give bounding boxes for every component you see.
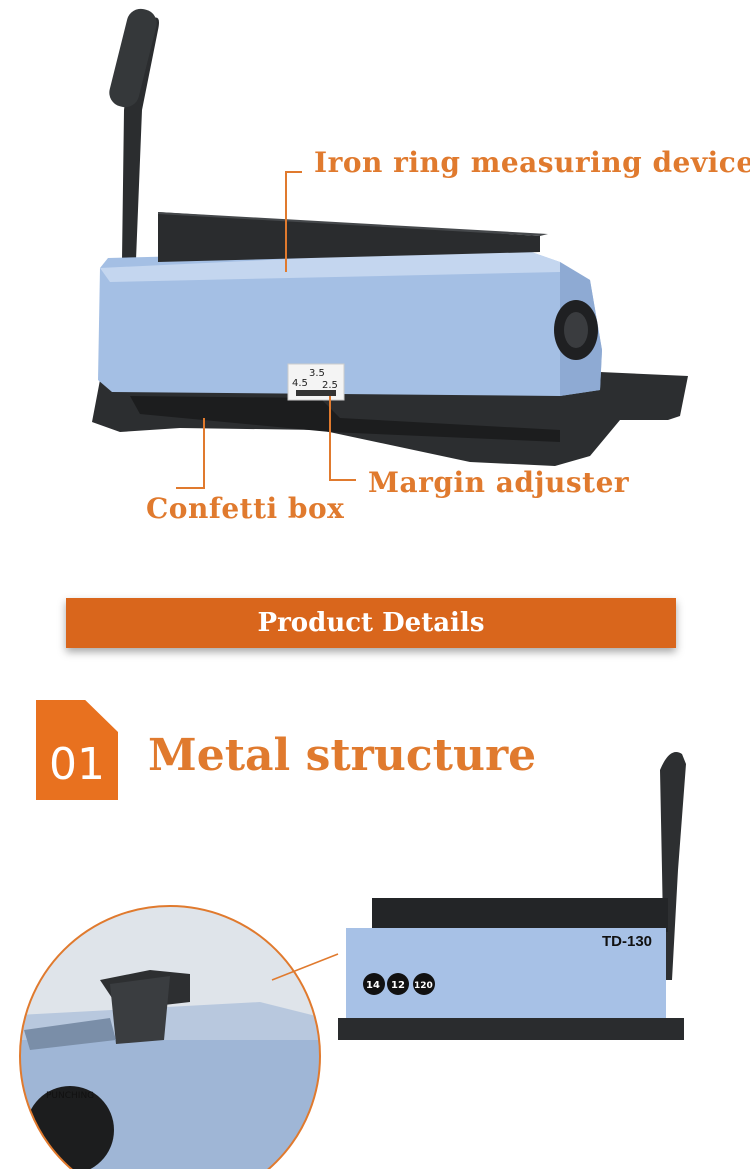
metal-structure-illustration: PUNCHING 14 12 120 TD-130 — [19, 752, 686, 1169]
binding-machine-illustration: 3.5 4.5 2.5 — [92, 8, 688, 489]
model-label: TD-130 — [602, 933, 652, 950]
binding-machine-front: 14 12 120 TD-130 — [338, 752, 686, 1040]
section-number: 01 — [49, 739, 105, 790]
banner-label: Product Details — [257, 608, 485, 638]
machine-body — [98, 248, 602, 396]
top-plate — [158, 212, 548, 262]
svg-text:4.5: 4.5 — [292, 378, 308, 389]
badge-1: 14 — [366, 980, 380, 991]
svg-text:3.5: 3.5 — [309, 368, 325, 379]
confetti-box-callout: Confetti box — [146, 492, 345, 525]
margin-scale-plate: 3.5 4.5 2.5 — [287, 363, 345, 401]
punching-dial-label: PUNCHING — [46, 1091, 94, 1101]
margin-adjuster-callout: Margin adjuster — [368, 466, 630, 499]
badge-3: 120 — [414, 981, 433, 991]
iron-ring-callout: Iron ring measuring device — [314, 146, 750, 179]
machine-handle — [109, 8, 159, 260]
section-title: Metal structure — [148, 730, 537, 781]
side-dial — [554, 300, 598, 360]
zoom-detail-circle: PUNCHING — [20, 906, 320, 1169]
callout-lines — [176, 171, 356, 489]
svg-text:2.5: 2.5 — [322, 380, 338, 391]
product-details-banner: Product Details — [66, 598, 676, 648]
badge-2: 12 — [391, 980, 405, 991]
